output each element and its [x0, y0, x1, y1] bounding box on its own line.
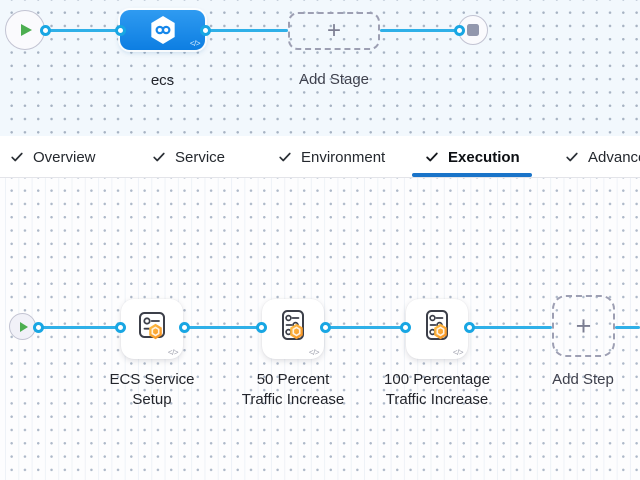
port-step3-in[interactable]: [399, 321, 411, 333]
code-icon: </>: [189, 39, 201, 48]
port-stage-out[interactable]: [199, 25, 211, 36]
edge-3: [325, 325, 406, 329]
play-icon: [19, 321, 28, 332]
execution-start-button[interactable]: [9, 313, 36, 340]
step-label-line: 100 Percentage: [384, 371, 490, 388]
step-node-50-percent[interactable]: </>: [262, 299, 324, 359]
plus-icon: +: [575, 310, 592, 341]
port-exec-start-out[interactable]: [32, 321, 44, 333]
tab-label: Service: [175, 148, 226, 166]
tab-overview[interactable]: Overview: [0, 136, 109, 177]
port-stage-in[interactable]: [114, 25, 126, 36]
harness-hexagon-icon: [150, 16, 175, 44]
port-step2-in[interactable]: [255, 321, 267, 333]
add-stage-label: Add Stage: [298, 71, 370, 88]
edge-addstage-to-end: [380, 29, 459, 32]
code-icon: </>: [308, 348, 320, 357]
pipeline-end-node[interactable]: [458, 15, 488, 45]
port-step1-in[interactable]: [114, 321, 126, 333]
tab-execution[interactable]: Execution: [412, 136, 533, 177]
port-start-out[interactable]: [39, 25, 51, 36]
stage-config-tabbar: Overview Service Environment Execution A: [0, 136, 640, 178]
hexagon-badge-icon: [290, 323, 303, 340]
step-label-line: ECS Service: [109, 371, 195, 388]
check-icon: [566, 152, 578, 162]
step-label-line: Traffic Increase: [385, 391, 489, 408]
edge-5: [615, 325, 640, 329]
step-label: 100 Percentage Traffic Increase: [381, 370, 493, 410]
step-label-line: 50 Percent: [256, 371, 330, 388]
tab-environment[interactable]: Environment: [265, 136, 398, 177]
step-node-100-percentage[interactable]: </>: [406, 299, 468, 359]
edge-1: [38, 325, 121, 329]
code-icon: </>: [167, 348, 179, 357]
tab-service[interactable]: Service: [139, 136, 238, 177]
active-tab-underline: [412, 173, 532, 177]
check-icon: [426, 152, 438, 162]
check-icon: [279, 152, 291, 162]
tab-advanced[interactable]: Advanced: [552, 136, 640, 177]
tab-label: Execution: [448, 148, 520, 166]
step-node-ecs-service-setup[interactable]: </>: [121, 299, 183, 359]
step-label-line: Setup: [132, 391, 172, 408]
hexagon-badge-icon: [434, 323, 447, 340]
check-icon: [11, 152, 23, 162]
pipeline-start-button[interactable]: [5, 10, 45, 50]
tab-label: Environment: [301, 148, 386, 166]
stage-node-ecs[interactable]: </>: [120, 10, 205, 50]
port-step3-out[interactable]: [463, 321, 475, 333]
edge-2: [184, 325, 262, 329]
add-step-label: Add Step: [552, 371, 614, 388]
add-stage-button[interactable]: +: [288, 12, 380, 50]
step-label: ECS Service Setup: [96, 370, 208, 410]
step-label-line: Traffic Increase: [241, 391, 345, 408]
edge-stage-to-addstage: [205, 29, 288, 32]
stop-icon: [467, 24, 479, 36]
tab-label: Advanced: [588, 148, 640, 166]
step-label: 50 Percent Traffic Increase: [237, 370, 349, 410]
tab-label: Overview: [33, 148, 96, 166]
edge-4: [469, 325, 552, 329]
play-icon: [21, 24, 32, 36]
hexagon-badge-icon: [149, 323, 162, 340]
code-icon: </>: [452, 348, 464, 357]
check-icon: [153, 152, 165, 162]
add-step-button[interactable]: +: [552, 295, 615, 357]
port-step1-out[interactable]: [178, 321, 190, 333]
stage-label: ecs: [150, 72, 175, 89]
port-end-in[interactable]: [453, 25, 465, 36]
plus-icon: +: [326, 17, 341, 44]
edge-start-to-stage: [45, 29, 120, 32]
port-step2-out[interactable]: [319, 321, 331, 333]
execution-canvas[interactable]: </> </>: [0, 178, 640, 480]
stage-canvas[interactable]: </> + ecs Add Stage: [0, 0, 640, 136]
